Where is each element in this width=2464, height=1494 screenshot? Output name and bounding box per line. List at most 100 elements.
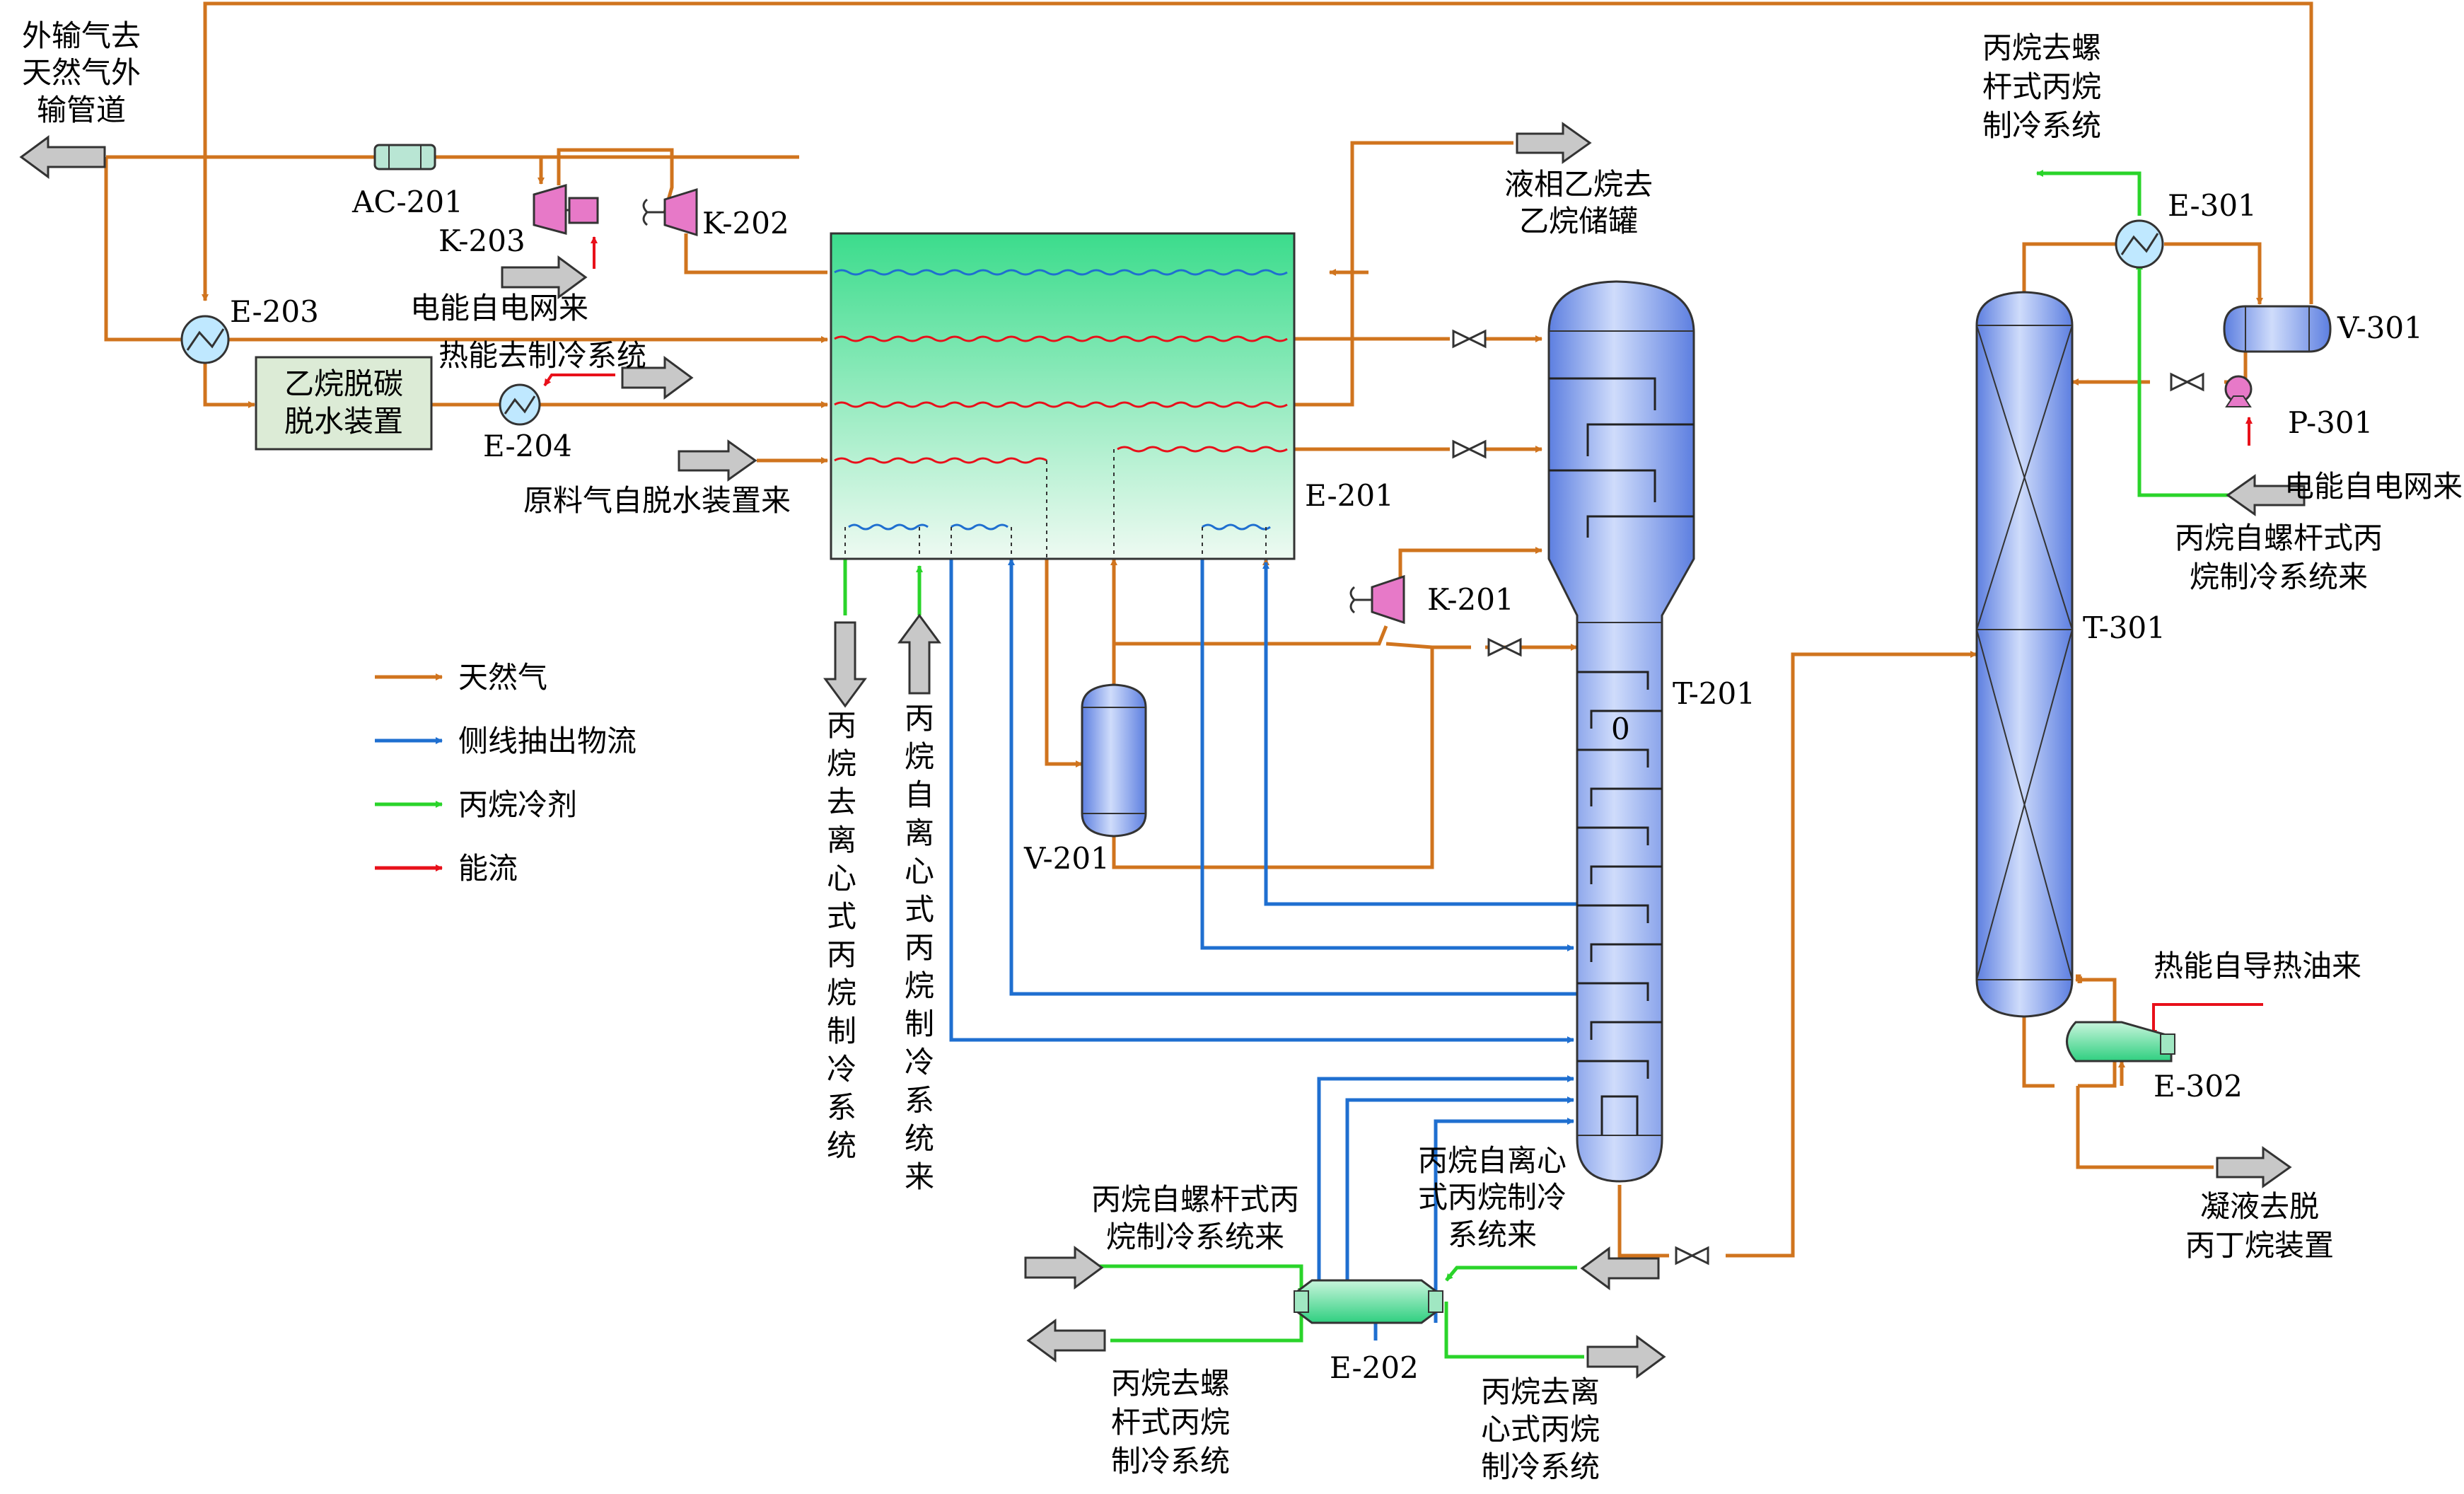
propane-to-centrifugal-vertical-char: 心	[827, 861, 856, 896]
propane-centrifugal-bottom-2: 式丙烷制冷	[1418, 1180, 1567, 1215]
propane-from-centrifugal-vertical-char: 系	[905, 1083, 934, 1118]
compressor-k203	[533, 184, 599, 235]
legend: 天然气 侧线抽出物流 丙烷冷剂 能流	[375, 660, 637, 886]
label-k202: K-202	[702, 206, 789, 241]
deethanizer-unit: 乙烷脱碳 脱水装置	[255, 356, 433, 451]
legend-energy: 能流	[458, 851, 518, 886]
propane-to-centrifugal-vertical-char: 丙	[827, 937, 856, 972]
propane-to-centrifugal-vertical-char: 统	[827, 1128, 856, 1163]
boundary-arrows	[19, 122, 2306, 1379]
legend-side-draw: 侧线抽出物流	[458, 724, 637, 758]
propane-screw-right-2: 烷制冷系统来	[2190, 560, 2368, 594]
column-t301	[1975, 291, 2074, 1018]
propane-from-centrifugal-vertical-char: 制	[905, 1007, 934, 1041]
equipment-labels: AC-201 K-203 K-202 E-203 E-204 E-201 K-2…	[230, 185, 2423, 1385]
stream-labels: 外输气去 天然气外 输管道 电能自电网来 热能去制冷系统 原料气自脱水装置来 液…	[22, 18, 2463, 1484]
label-v301: V-301	[2337, 311, 2423, 345]
exchanger-e202	[1294, 1279, 1443, 1324]
exchanger-e301	[2115, 219, 2164, 269]
power-grid-right: 电能自电网来	[2284, 469, 2463, 504]
label-e204: E-204	[483, 429, 572, 463]
label-p301: P-301	[2288, 405, 2373, 440]
feed-gas: 原料气自脱水装置来	[523, 483, 791, 518]
exchanger-e203	[180, 315, 230, 364]
propane-to-screw-bottom-3: 制冷系统	[1111, 1444, 1230, 1478]
cold-box-e201	[830, 232, 1296, 560]
exchanger-e204	[499, 383, 541, 426]
export-gas-1: 外输气去	[22, 18, 141, 53]
valve-3	[1487, 637, 1522, 657]
label-tray-0: 0	[1611, 712, 1630, 746]
label-v201: V-201	[1023, 841, 1110, 876]
legend-natural-gas: 天然气	[458, 660, 547, 695]
arrow-liquid-ethane	[1516, 122, 1592, 164]
power-grid-left: 电能自电网来	[410, 291, 588, 325]
compressor-k202	[642, 187, 698, 237]
valve-2	[1452, 439, 1487, 459]
vessel-v201	[1081, 683, 1147, 838]
label-ac201: AC-201	[351, 185, 463, 219]
arrow-propane-in-vertical	[897, 613, 941, 695]
arrow-power-left	[501, 255, 588, 299]
arrow-propane-centrifugal-out	[1586, 1335, 1666, 1379]
arrow-export-gas	[19, 135, 106, 179]
propane-to-centrifugal-bottom-3: 制冷系统	[1481, 1449, 1600, 1484]
propane-from-centrifugal-vertical-char: 冷	[905, 1045, 934, 1079]
propane-to-centrifugal-vertical-char: 系	[827, 1090, 856, 1125]
label-t301: T-301	[2083, 610, 2166, 645]
propane-screw-top-1: 丙烷去螺	[1982, 30, 2101, 65]
propane-from-centrifugal-vertical-char: 烷	[905, 739, 934, 774]
propane-to-screw-bottom-2: 杆式丙烷	[1111, 1405, 1230, 1440]
export-gas-3: 输管道	[37, 93, 126, 127]
column-t201	[1547, 280, 1695, 1183]
propane-to-centrifugal-vertical-char: 丙	[827, 708, 856, 743]
propane-to-centrifugal-bottom-2: 心式丙烷	[1481, 1412, 1600, 1447]
arrow-propane-screw-in	[1024, 1246, 1104, 1290]
pump-p301	[2224, 375, 2253, 407]
propane-from-centrifugal-vertical-char: 自	[905, 777, 934, 812]
propane-from-centrifugal-vertical-char: 统	[905, 1121, 934, 1156]
label-e201: E-201	[1305, 478, 1394, 513]
propane-to-screw-bottom-1: 丙烷去螺	[1111, 1366, 1230, 1401]
propane-screw-bottom-2: 烷制冷系统来	[1106, 1220, 1284, 1254]
liquid-ethane-2: 乙烷储罐	[1519, 204, 1638, 238]
arrow-power-right	[2226, 474, 2306, 516]
energy-flow-lines	[543, 236, 2263, 1037]
arrow-feed-gas	[678, 439, 757, 482]
valve-5	[2170, 372, 2204, 392]
arrow-propane-centrifugal-in	[1580, 1246, 1660, 1290]
condensate-2: 丙丁烷装置	[2185, 1228, 2334, 1263]
propane-to-centrifugal-vertical-char: 烷	[827, 746, 856, 781]
deethanizer-label-2: 脱水装置	[284, 404, 403, 439]
deethanizer-label-1: 乙烷脱碳	[284, 366, 403, 401]
liquid-ethane-1: 液相乙烷去	[1504, 167, 1653, 202]
propane-from-centrifugal-vertical-char: 丙	[905, 930, 934, 965]
vessel-v301	[2223, 305, 2332, 353]
heat-to-refrig: 热能去制冷系统	[438, 338, 646, 373]
propane-screw-top-3: 制冷系统	[1982, 108, 2101, 143]
arrow-condensate	[2216, 1146, 2292, 1188]
propane-from-centrifugal-vertical-char: 丙	[905, 701, 934, 736]
compressor-k201	[1349, 574, 1405, 625]
propane-centrifugal-bottom-3: 系统来	[1448, 1217, 1537, 1252]
propane-to-centrifugal-vertical-char: 制	[827, 1014, 856, 1048]
propane-screw-bottom-1: 丙烷自螺杆式丙	[1091, 1182, 1299, 1217]
arrow-propane-screw-out	[1026, 1319, 1106, 1362]
valve-4	[1675, 1246, 1709, 1266]
propane-from-centrifugal-vertical-char: 式	[905, 892, 934, 927]
export-gas-2: 天然气外	[22, 55, 141, 90]
label-k201: K-201	[1427, 582, 1514, 617]
natural-gas-lines	[104, 1, 2313, 1258]
propane-centrifugal-bottom-1: 丙烷自离心	[1418, 1143, 1567, 1178]
air-cooler-ac201	[373, 144, 436, 170]
label-e203: E-203	[230, 294, 319, 329]
legend-propane: 丙烷冷剂	[458, 787, 577, 822]
label-k203: K-203	[438, 224, 525, 258]
valve-1	[1452, 329, 1487, 349]
propane-to-centrifugal-vertical-char: 离	[827, 823, 856, 857]
propane-to-centrifugal-vertical-char: 冷	[827, 1052, 856, 1087]
propane-to-centrifugal-vertical-char: 去	[827, 784, 856, 819]
valves	[1452, 329, 2204, 1266]
exchanger-e302	[2066, 1021, 2175, 1062]
